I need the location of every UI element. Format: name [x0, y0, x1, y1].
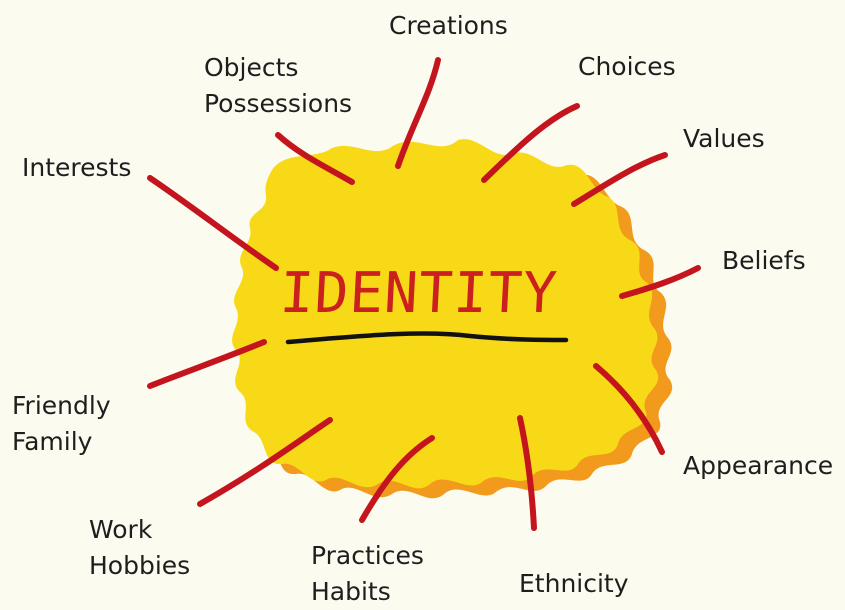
label-beliefs: Beliefs — [722, 243, 806, 279]
identity-title: IDENTITY — [278, 261, 560, 326]
label-work-line-1: Work — [89, 515, 153, 544]
label-interests: Interests — [22, 150, 131, 186]
spoke-practices — [359, 435, 435, 523]
label-practices-line-1: Practices — [311, 541, 424, 570]
label-practices-line-2: Habits — [311, 577, 391, 606]
spoke-objects — [275, 132, 355, 185]
label-interests-line-1: Interests — [22, 153, 132, 182]
label-values-line-1: Values — [683, 124, 765, 153]
label-friendly-line-2: Family — [12, 427, 93, 456]
label-work-line-2: Hobbies — [89, 551, 191, 580]
label-creations-line-1: Creations — [389, 11, 508, 40]
label-appearance: Appearance — [683, 448, 833, 484]
spoke-values — [571, 152, 668, 207]
label-objects-line-2: Possessions — [204, 89, 353, 118]
label-choices-line-1: Choices — [578, 52, 676, 81]
label-creations: Creations — [389, 8, 508, 44]
burst-shape — [232, 139, 659, 489]
label-appearance-line-1: Appearance — [683, 451, 834, 480]
label-choices: Choices — [578, 49, 676, 85]
spoke-interests — [147, 175, 279, 271]
spoke-work — [197, 417, 333, 507]
title-underline — [285, 331, 569, 345]
label-values: Values — [683, 121, 765, 157]
label-ethnicity: Ethnicity — [519, 566, 629, 602]
label-objects-line-1: Objects — [204, 53, 299, 82]
spoke-beliefs — [619, 265, 701, 299]
spoke-choices — [481, 103, 580, 183]
label-ethnicity-line-1: Ethnicity — [519, 569, 629, 598]
spoke-ethnicity — [517, 415, 537, 531]
label-objects-possessions: Objects Possessions — [204, 50, 352, 122]
spokes — [147, 57, 701, 531]
spoke-creations — [395, 57, 441, 169]
label-friendly-family: Friendly Family — [12, 388, 111, 460]
spoke-appearance — [593, 363, 665, 455]
label-work-hobbies: Work Hobbies — [89, 512, 190, 584]
spoke-friendly — [147, 339, 267, 389]
label-friendly-line-1: Friendly — [12, 391, 111, 420]
label-practices-habits: Practices Habits — [311, 538, 424, 610]
label-beliefs-line-1: Beliefs — [722, 246, 806, 275]
